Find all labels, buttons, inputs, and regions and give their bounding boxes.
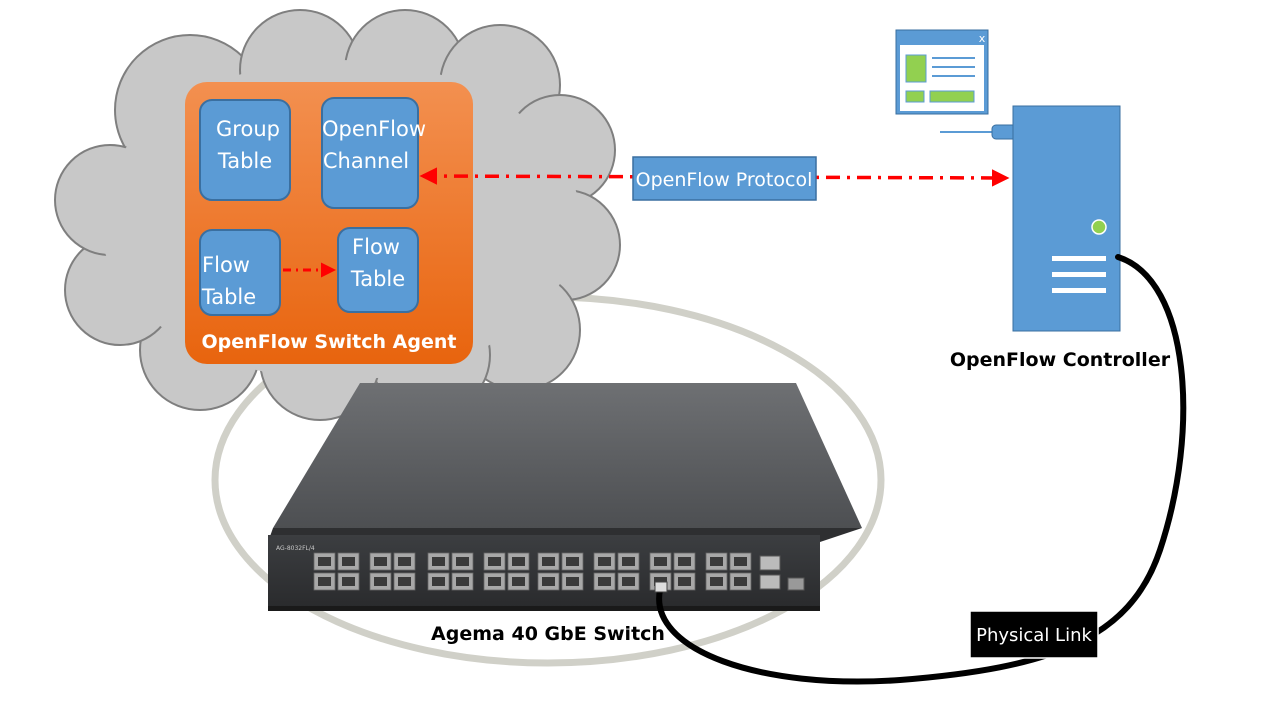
sfp-port-slot <box>566 577 579 586</box>
sfp-port-slot <box>374 557 387 566</box>
sfp-port-slot <box>598 577 611 586</box>
sfp-port-slot <box>318 557 331 566</box>
cable-plug <box>654 581 668 593</box>
flow-table-2-box <box>337 227 419 313</box>
sfp-port-slot <box>734 557 747 566</box>
switch-agent-title: OpenFlow Switch Agent <box>202 331 457 353</box>
sfp-port-slot <box>542 577 555 586</box>
sfp-port-slot <box>566 557 579 566</box>
controller-server-icon <box>1012 105 1121 332</box>
physical-link-label: Physical Link <box>976 625 1092 646</box>
controller-label: OpenFlow Controller <box>950 349 1171 371</box>
sfp-port-slot <box>654 557 667 566</box>
physical-link-box <box>969 610 1099 659</box>
sfp-port-slot <box>488 577 501 586</box>
sfp-port-slot <box>342 557 355 566</box>
sfp-port-slot <box>456 577 469 586</box>
openflow-protocol-box <box>632 156 817 201</box>
sfp-port-slot <box>456 557 469 566</box>
openflow-protocol-label: OpenFlow Protocol <box>636 169 813 191</box>
sfp-port-slot <box>318 577 331 586</box>
openflow-channel-box <box>321 97 419 209</box>
sfp-port-slot <box>622 577 635 586</box>
sfp-port-slot <box>398 557 411 566</box>
sfp-port-slot <box>622 557 635 566</box>
sfp-port-slot <box>488 557 501 566</box>
sfp-port-slot <box>598 557 611 566</box>
controller-window-icon: x <box>895 29 989 115</box>
sfp-port-slot <box>734 577 747 586</box>
group-table-box <box>199 99 291 201</box>
sfp-port-slot <box>512 577 525 586</box>
sfp-port-slot <box>512 557 525 566</box>
switch-model-label: AG-8032FL/4 <box>276 545 315 552</box>
flow-table-1-box <box>199 229 281 316</box>
sfp-port-slot <box>398 577 411 586</box>
window-close-icon: x <box>979 32 986 45</box>
sfp-port-slot <box>542 557 555 566</box>
switch-label: Agema 40 GbE Switch <box>431 623 665 645</box>
sfp-port-slot <box>432 557 445 566</box>
sfp-port-slot <box>374 577 387 586</box>
sfp-port-slot <box>710 557 723 566</box>
sfp-port-slot <box>342 577 355 586</box>
sfp-port-slot <box>678 577 691 586</box>
sfp-port-slot <box>432 577 445 586</box>
sfp-port-slot <box>710 577 723 586</box>
network-switch-image: AG-8032FL/4 <box>268 383 862 611</box>
sfp-port-slot <box>678 557 691 566</box>
